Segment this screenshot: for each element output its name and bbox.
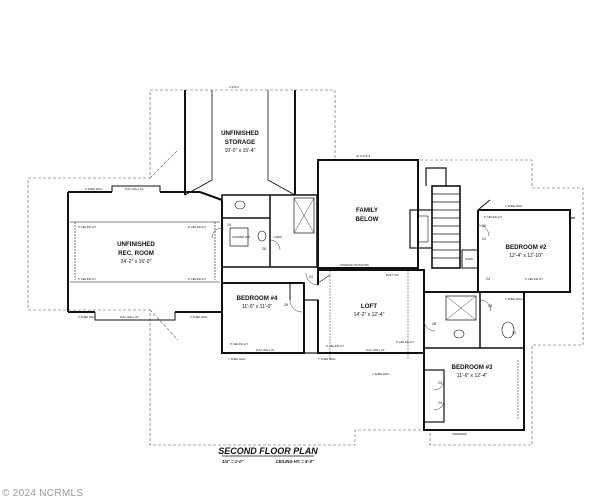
door-tag: 28: [488, 304, 492, 308]
family-below-line2: BELOW: [355, 216, 378, 223]
rec-room-name-line2: REC. ROOM: [118, 250, 154, 257]
ceiling-label: 8' CEILING HT.: [188, 277, 207, 281]
door-tag: 28: [262, 247, 266, 251]
ceiling-label: 5' CEILING HT.: [78, 277, 97, 281]
knee-wall-label: 7' KNEE WALL: [372, 372, 391, 376]
knee-wall-label: 3' KNEE WALL: [85, 187, 104, 191]
bedroom-3-walls: [423, 291, 525, 431]
loft-name: LOFT: [361, 303, 377, 310]
knee-wall-label: 3' KNEE WALL: [505, 204, 524, 208]
full-wall-label: FULL WALL HT.: [125, 187, 144, 191]
ceiling-label: 8' CEILING HT.: [484, 215, 503, 219]
ceiling-label: 8' CEILING HT.: [188, 225, 207, 229]
full-wall-label: FULL WALL HT.: [256, 348, 275, 352]
door-swings: [211, 224, 492, 411]
knee-wall-label: 7' KNEE WALL: [318, 357, 337, 361]
family-below-line1: FAMILY: [356, 207, 379, 214]
linen-label: LINEN: [274, 235, 282, 239]
storage-walls: [184, 90, 296, 196]
hall-bath-walls: [221, 194, 318, 268]
knee-wall-label: 3' KNEE WALL: [505, 297, 524, 301]
storage-dimensions: 10'-0" x 15'-4": [225, 148, 256, 154]
door-tag: 24: [486, 277, 490, 281]
rec-room-name-line1: UNFINISHED: [117, 241, 155, 248]
linen-label: LINEN: [465, 257, 473, 261]
watermark: © 2024 NCRMLS: [2, 488, 83, 499]
knee-wall-label: 7' KNEE WALL: [228, 357, 247, 361]
storage-name-line1: UNFINISHED: [221, 130, 259, 137]
door-tag: 30: [512, 331, 516, 335]
door-tag: 24: [438, 381, 442, 385]
bedroom-2-name: BEDROOM #2: [506, 244, 547, 251]
door-tag: 26: [432, 322, 436, 326]
bedroom-2-walls: [461, 199, 575, 293]
door-tag: 24: [227, 223, 231, 227]
bedroom-3-dimensions: 11'-6" x 12'-4": [457, 373, 488, 379]
door-tag: 24: [309, 275, 313, 279]
plan-ceiling-height: CEILING HT. = 8'-0": [276, 459, 315, 464]
ceiling-label: 8' CEILING HT.: [230, 342, 249, 346]
plan-title: SECOND FLOOR PLAN: [218, 446, 318, 456]
bedroom-2-dimensions: 12'-4" x 12'-10": [509, 253, 543, 259]
bedroom-3-name: BEDROOM #3: [452, 364, 493, 371]
top-window-dims: 3'-4x5'-0: [229, 85, 240, 89]
bedroom-4-name: BEDROOM #4: [237, 295, 278, 302]
door-tag: 26: [482, 224, 486, 228]
roof-outline: [27, 89, 584, 446]
family-window-dims: (2) 2'-4x6'-8: [356, 154, 371, 158]
ceiling-label: 8' CEILING HT.: [326, 344, 345, 348]
door-tag: 24: [482, 237, 486, 241]
storage-name-line2: STORAGE: [225, 139, 255, 146]
tempered-label: TEMPERED: [452, 432, 467, 436]
plan-scale: 1/4" = 1'-0": [222, 459, 245, 464]
knee-wall-label: 3' KNEE WALL: [190, 315, 209, 319]
bedroom-4-dimensions: 11'-0" x 11'-0": [242, 304, 272, 310]
rec-room-dimensions: 24'-2" x 16'-0": [121, 259, 152, 265]
built-ins-label: BUILT INS: [386, 273, 399, 277]
loft-dimensions: 14'-2" x 12'-4": [354, 312, 385, 318]
full-wall-label: FULL WALL HT.: [366, 348, 385, 352]
full-wall-label: FULL WALL HT.: [120, 315, 139, 319]
ceiling-label: 5' CEILING HT.: [525, 277, 544, 281]
staircase: [425, 167, 461, 269]
door-tag: 28: [284, 303, 288, 307]
interior-transoms-label: INTERIOR TRANSOMS: [340, 263, 369, 267]
door-tag: 24: [438, 401, 442, 405]
ceiling-label: 8' CEILING HT.: [396, 340, 415, 344]
shower-label: SHOWER W/D: [232, 235, 250, 239]
knee-wall-label: 3' KNEE WALL: [78, 315, 97, 319]
ceiling-label: 5' CEILING HT.: [78, 225, 97, 229]
